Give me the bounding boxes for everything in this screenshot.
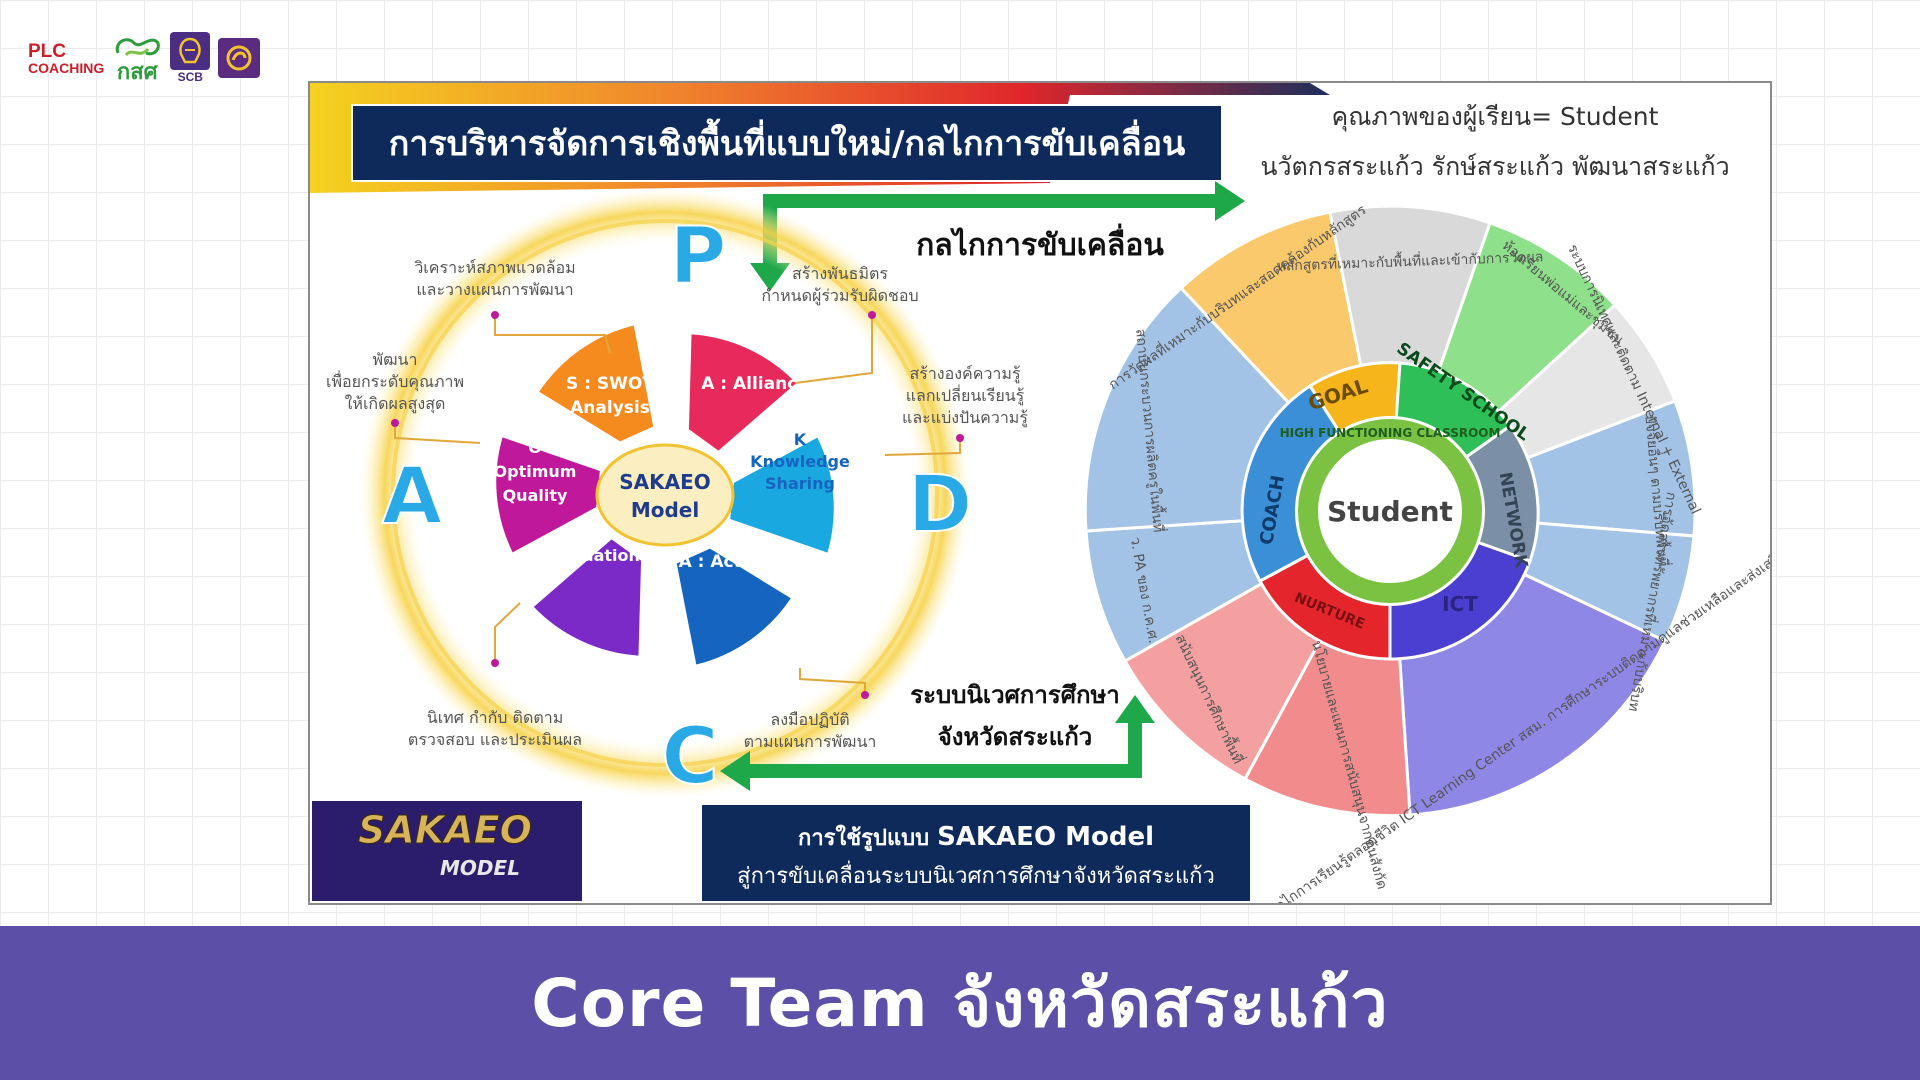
annotation-plan-2: และวางแผนการพัฒนา (416, 280, 573, 299)
segment-label-optimum-3: Quality (503, 486, 568, 505)
pdca-center-line1: SAKAEO (619, 470, 711, 494)
segment-label-knowledge-1: K (794, 430, 807, 449)
annotation-optimum-2: เพื่อยกระดับคุณภาพ (326, 370, 464, 392)
annotation-optimum-1: พัฒนา (373, 350, 418, 369)
annotation-knowledge-2: แลกเปลี่ยนเรียนรู้ (906, 384, 1025, 406)
segment-label-evaluation: E : Evaluation (516, 546, 640, 565)
annotation-alliance-2: กำหนดผู้ร่วมรับผิดชอบ (761, 286, 918, 306)
pdca-letter-p: P (669, 212, 726, 302)
ecosystem-label-1: ระบบนิเวศการศึกษา (910, 681, 1120, 709)
pdca-segment-evaluation (533, 539, 642, 656)
eef-logo-text: กสศ (116, 59, 158, 84)
header-banner-box (351, 104, 1223, 182)
bottom-arrow-head-up (1115, 695, 1155, 723)
pdca-segment-optimum (496, 437, 600, 553)
quality-line-1: คุณภาพของผู้เรียน= Student (1332, 102, 1659, 132)
foundation-logo (218, 38, 261, 78)
annotation-evaluation-1: นิเทศ กำกับ ติดตาม (427, 708, 564, 727)
wheel-hfc-ring (1298, 419, 1482, 603)
top-arrow-head-right (1215, 181, 1245, 221)
wheel-center (1324, 445, 1456, 577)
sakaeo-logo-subtext: MODEL (440, 856, 520, 880)
segment-label-optimum-1: O (528, 438, 542, 457)
bottom-arrow-head-left (720, 751, 750, 791)
coaching-logo-text: COACHING (28, 59, 105, 76)
pdca-segment-action (676, 548, 791, 665)
ecosystem-label-2: จังหวัดสระแก้ว (938, 723, 1093, 751)
scb-logo-text: SCB (177, 70, 203, 84)
segment-label-swot-1: S : SWOT (566, 374, 654, 394)
annotation-knowledge-1: สร้างองค์ความรู้ (909, 364, 1021, 384)
bottom-connector-arrow (750, 723, 1142, 778)
infographic-panel: การบริหารจัดการเชิงพื้นที่แบบใหม่/กลไกกา… (308, 81, 1772, 905)
annotation-evaluation-2: ตรวจสอบ และประเมินผล (408, 730, 582, 749)
annotation-action-2: ตามแผนการพัฒนา (744, 732, 877, 751)
plc-logo-text: PLC (28, 40, 66, 62)
pdca-wheel: SAKAEO Model (496, 325, 834, 665)
annotation-knowledge-3: และแบ่งปันความรู้ (902, 408, 1028, 428)
segment-label-optimum-2: Optimum (494, 462, 577, 481)
quality-line-2: นวัตกรสระแก้ว รักษ์สระแก้ว พัฒนาสระแก้ว (1260, 152, 1729, 181)
pdca-outer-ring (391, 219, 939, 767)
sakaeo-model-infographic: การบริหารจัดการเชิงพื้นที่แบบใหม่/กลไกกา… (310, 83, 1770, 903)
footer-title-bar: Core Team จังหวัดสระแก้ว (0, 926, 1920, 1080)
segment-label-action: A : Action (679, 552, 772, 572)
pdca-segment-swot (539, 325, 654, 442)
eef-swirl-icon (115, 38, 161, 57)
footer-title: Core Team จังหวัดสระแก้ว (531, 964, 1389, 1042)
segment-label-alliance: A : Alliance (701, 374, 809, 394)
scb-emblem-icon (179, 37, 201, 64)
segment-label-knowledge-3: Sharing (765, 474, 835, 493)
segment-label-swot-2: Analysis (570, 398, 650, 418)
pdca-letter-a: A (382, 452, 442, 542)
scb-logo: SCB (170, 32, 211, 84)
eef-logo: กสศ (112, 33, 162, 83)
header-banner-text: การบริหารจัดการเชิงพื้นที่แบบใหม่/กลไกกา… (389, 118, 1186, 164)
annotation-optimum-3: ให้เกิดผลสูงสุด (345, 394, 446, 414)
model-usage-line2: สู่การขับเคลื่อนระบบนิเวศการศึกษาจังหวัด… (737, 860, 1215, 889)
wheel-center-text: Student (1327, 495, 1453, 528)
foundation-emblem-icon (226, 45, 252, 71)
model-usage-box (702, 805, 1250, 901)
sakaeo-logo-box (312, 801, 582, 901)
sakaeo-logo-text: SAKAEO (358, 808, 532, 852)
annotation-action-1: ลงมือปฏิบัติ (770, 710, 849, 729)
wheel-hfc-text: HIGH FUNCTIONING CLASSROOM (1280, 426, 1501, 440)
student-wheel: Student HIGH FUNCTIONING CLASSROOM GOAL … (1083, 200, 1770, 903)
pdca-center (595, 443, 735, 547)
pdca-center-line2: Model (631, 498, 699, 522)
mechanism-label: กลไกการขับเคลื่อน (916, 223, 1164, 263)
pdca-segment-knowledge (730, 437, 834, 553)
pdca-letter-c: C (661, 712, 718, 802)
partner-logos: PLC COACHING กสศ SCB (28, 26, 261, 90)
annotation-connectors (394, 315, 961, 695)
wheel-label-ict: ICT (1442, 592, 1478, 616)
pdca-letter-d: D (908, 460, 973, 550)
annotation-alliance-1: สร้างพันธมิตร (792, 264, 888, 283)
pdca-segment-alliance (688, 334, 797, 451)
segment-label-knowledge-2: Knowledge (750, 452, 850, 471)
annotation-dots (391, 311, 964, 699)
annotation-plan-1: วิเคราะห์สภาพแวดล้อม (414, 258, 575, 277)
plc-coaching-logo: PLC COACHING (28, 42, 104, 75)
